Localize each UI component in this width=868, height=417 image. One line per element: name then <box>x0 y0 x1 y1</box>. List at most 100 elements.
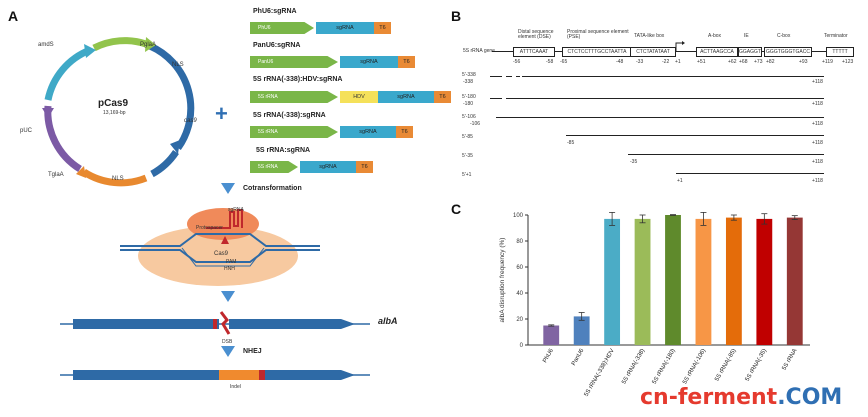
x-tick-label: PanU6 <box>571 347 586 366</box>
sgrna-cell-label: sgRNA <box>228 207 244 213</box>
deletion-end: +118 <box>812 101 823 107</box>
cas9-cleavage-diagram <box>120 208 320 286</box>
sgrna-box: sgRNA <box>340 56 398 68</box>
terminator-box: T6 <box>434 91 451 103</box>
sgrna-box: sgRNA <box>316 22 374 34</box>
promoter-arrow: 5S rRNA <box>250 91 338 103</box>
x-tick-label: 5S rRNA(-85) <box>714 348 737 382</box>
terminator-end: +123 <box>842 59 854 65</box>
nls-bottom-label: NLS <box>112 176 124 182</box>
dse-name: Distal sequence element (DSE) <box>518 29 554 40</box>
deletion-start: -180 <box>463 101 474 107</box>
terminator-box: T6 <box>396 126 413 138</box>
deletion-label: 5'-106 <box>462 114 476 120</box>
pse-box: CTCTCCTTTGCCTAATTA <box>562 47 632 57</box>
construct-5: 5S rRNA sgRNA T6 <box>250 161 373 173</box>
deletion-end: +118 <box>812 121 823 127</box>
promoter-arrow: PanU6 <box>250 56 338 68</box>
cbox-start: +82 <box>766 59 775 65</box>
construct-3-title: 5S rRNA(-338):HDV:sgRNA <box>253 76 343 83</box>
deletion-end: +118 <box>812 140 823 146</box>
watermark-text-1: cn-ferment <box>640 385 778 410</box>
y-tick-label: 20 <box>516 317 523 323</box>
y-tick-label: 80 <box>516 239 523 245</box>
terminator-box: T6 <box>398 56 415 68</box>
deletion-start: -85 <box>567 140 575 146</box>
bar <box>665 215 681 345</box>
amds-label: amdS <box>38 42 54 48</box>
tss-arrow-icon <box>675 41 685 51</box>
deletion-label: 5'-85 <box>462 134 473 140</box>
deletion-start: -106 <box>470 121 481 127</box>
indel-label: Indel <box>230 384 241 390</box>
y-tick-label: 0 <box>520 343 524 349</box>
panel-c-letter: C <box>451 201 462 217</box>
construct-1: PhU6 sgRNA T6 <box>250 22 391 34</box>
abox-start: +51 <box>697 59 706 65</box>
deletion-start: -338 <box>463 79 474 85</box>
x-tick-label: 5S rRNA(-338) <box>621 348 646 385</box>
abox-end: +62 <box>728 59 737 65</box>
x-tick-label: 5S rRNA(-338):HDV <box>584 348 616 398</box>
terminator-box: T6 <box>374 22 391 34</box>
cbox-box: GGGTGGGTGACC <box>764 47 812 57</box>
promoter-arrow: 5S rRNA <box>250 126 338 138</box>
alba-gene-indel <box>60 370 370 380</box>
ie-end: +73 <box>754 59 763 65</box>
plasmid-segment-amds <box>44 46 92 101</box>
alba-gene-dsb <box>60 311 370 335</box>
deletion-start: -35 <box>630 159 638 165</box>
cbox-name: C-box <box>777 33 791 39</box>
down-arrow-icon <box>221 183 235 194</box>
deletion-label: 5'-35 <box>462 153 473 159</box>
abox-box: ACTTAAGCCA <box>696 47 738 57</box>
x-tick-label: 5S rRNA(-106) <box>682 348 707 385</box>
promoter-deletion-map: 5S rRNA gene Distal sequence element (DS… <box>460 28 865 198</box>
abox-name: A-box <box>708 33 722 39</box>
x-tick-label: 5S rRNA(-35) <box>745 348 768 382</box>
bar <box>725 217 742 345</box>
dsb-label: DSB <box>222 339 233 345</box>
plasmid-size: 13,169-bp <box>103 110 126 116</box>
cas9-cell-label: Cas9 <box>214 251 229 257</box>
bar <box>786 217 803 345</box>
x-tick-label: 5S rRNA(-180) <box>652 348 677 385</box>
cbox-end: +93 <box>799 59 808 65</box>
down-arrow-icon <box>221 291 235 302</box>
alba-gene-label: albA <box>378 316 398 326</box>
plus-sign: + <box>215 101 228 126</box>
terminator-start: +119 <box>822 59 833 65</box>
deletion-line <box>676 173 824 174</box>
y-axis-label: albA disruption frequency (%) <box>499 238 506 323</box>
construct-1-title: PhU6:sgRNA <box>253 8 297 15</box>
protospacer-label: Protospacer <box>196 225 223 231</box>
pglaa-label: PglaA <box>140 42 157 48</box>
terminator-box: T6 <box>356 161 373 173</box>
hnh-label: HNH <box>224 266 235 272</box>
bar <box>604 218 621 345</box>
dse-end: -58 <box>546 59 554 65</box>
y-tick-label: 100 <box>513 213 524 219</box>
deletion-line <box>522 76 824 77</box>
plasmid-segment-tglaa <box>82 169 148 187</box>
bar <box>543 325 560 345</box>
nls-top-label: NLS <box>172 62 184 68</box>
y-tick-label: 60 <box>516 265 523 271</box>
construct-3: 5S rRNA HDV sgRNA T6 <box>250 91 451 103</box>
gene-label: 5S rRNA gene <box>463 48 495 54</box>
deletion-line <box>566 135 824 136</box>
x-tick-label: PhU6 <box>542 347 555 364</box>
x-tick-label: 5S rRNA <box>781 348 798 372</box>
cas9-lobe <box>187 208 259 240</box>
cas9-plasmid-label: cas9 <box>184 118 197 124</box>
tata-start: -33 <box>636 59 644 65</box>
deletion-start: +1 <box>677 178 683 184</box>
bar <box>634 218 651 345</box>
panel-b-letter: B <box>451 8 462 24</box>
nhej-label: NHEJ <box>243 348 262 355</box>
promoter-arrow: PhU6 <box>250 22 314 34</box>
construct-5-title: 5S rRNA:sgRNA <box>256 147 311 154</box>
promoter-arrow: 5S rRNA <box>250 161 298 173</box>
tata-box: CTCTATATAAT <box>630 47 676 57</box>
